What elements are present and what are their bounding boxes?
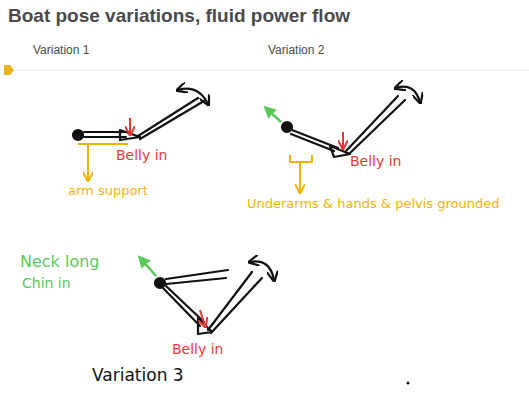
belly-arrow (342, 132, 344, 148)
cue-note: arm support (68, 184, 148, 198)
stray-dot (407, 382, 410, 385)
separator-line (16, 70, 529, 71)
support-bracket (290, 155, 312, 162)
cue-note: Belly in (116, 148, 168, 163)
section-heading: Variation 1 (33, 44, 89, 57)
cue-note: Underarms & hands & pelvis grounded (247, 197, 499, 211)
support-line (78, 143, 128, 145)
neck-arrow (268, 110, 281, 122)
belly-arrow (200, 310, 205, 326)
stick-figure (155, 261, 274, 334)
page-title: Boat pose variations, fluid power flow (8, 6, 350, 27)
stick-figure (282, 87, 420, 157)
leader-arrow (299, 162, 301, 192)
cue-note: Chin in (22, 276, 71, 291)
cue-note: Belly in (350, 154, 402, 169)
cue-note: Belly in (172, 342, 224, 357)
belly-arrow (129, 118, 131, 134)
cue-note: Neck long (20, 253, 100, 271)
section-heading: Variation 3 (92, 366, 184, 385)
timeline-marker (4, 65, 14, 75)
leader-arrow (87, 144, 89, 180)
neck-arrow (142, 260, 156, 276)
section-heading: Variation 2 (268, 44, 324, 57)
stick-figure (73, 89, 208, 140)
